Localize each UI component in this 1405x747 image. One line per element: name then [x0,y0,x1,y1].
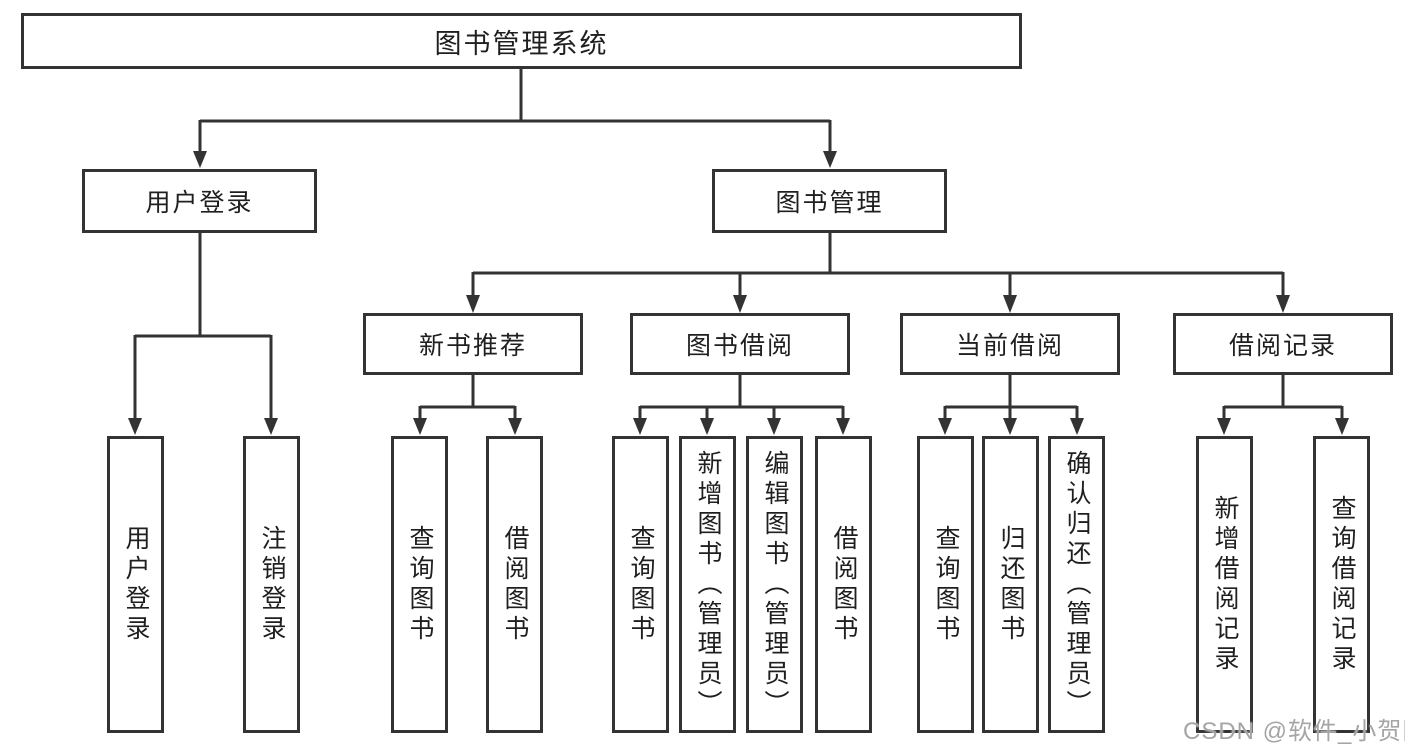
node-borrow-records: 借阅记录 [1173,313,1393,375]
node-new-book-recommend: 新书推荐 [363,313,583,375]
node-leaf-query-books-current: 查询图书 [917,436,974,733]
node-leaf-logout: 注销登录 [243,436,300,733]
edge-userlogin-to-leaves [133,233,273,419]
node-leaf-query-borrow-record: 查询借阅记录 [1313,436,1370,733]
edge-borrow-to-leaves [638,375,845,420]
node-book-management: 图书管理 [712,169,947,233]
edge-root-to-level2 [198,69,832,152]
node-leaf-return-books: 归还图书 [982,436,1039,733]
node-leaf-edit-book-admin: 编辑图书（管理员） [746,436,803,733]
node-leaf-add-borrow-record: 新增借阅记录 [1196,436,1253,733]
node-leaf-query-books-borrow: 查询图书 [612,436,669,733]
arrowheads [128,151,1349,435]
node-user-login: 用户登录 [82,169,317,233]
node-root-system: 图书管理系统 [21,13,1022,69]
edge-records-to-leaves [1222,375,1344,420]
node-leaf-add-book-admin: 新增图书（管理员） [679,436,736,733]
node-leaf-query-books-recommend: 查询图书 [391,436,448,733]
watermark: CSDN @软件_小贺同学 [1183,718,1405,745]
edge-current-to-leaves [943,375,1079,420]
node-leaf-user-login: 用户登录 [107,436,164,733]
node-leaf-borrow-books-recommend: 借阅图书 [486,436,543,733]
node-leaf-confirm-return-admin: 确认归还（管理员） [1048,436,1105,733]
edge-bookmgmt-to-level3 [471,233,1285,296]
node-leaf-borrow-books: 借阅图书 [815,436,872,733]
node-current-borrow: 当前借阅 [900,313,1120,375]
node-book-borrow: 图书借阅 [630,313,850,375]
edge-recommend-to-leaves [418,375,517,420]
